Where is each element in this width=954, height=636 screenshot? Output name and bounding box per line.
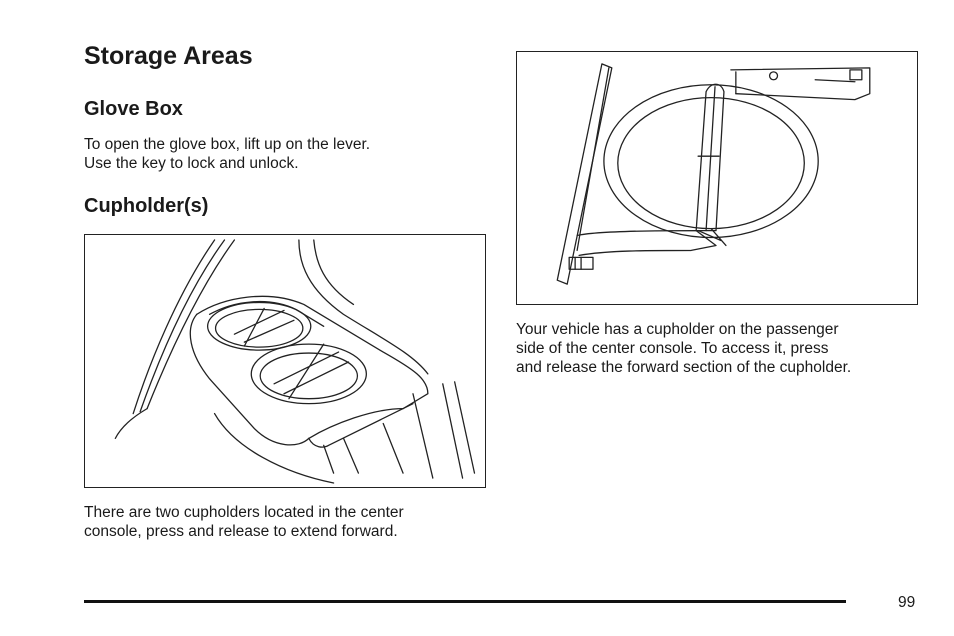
passenger-side-text: Your vehicle has a cupholder on the pass…	[516, 320, 851, 377]
glove-box-text: To open the glove box, lift up on the le…	[84, 135, 370, 173]
center-console-cupholders-illustration	[84, 234, 486, 488]
passenger-side-cupholder-illustration	[516, 51, 918, 305]
glove-box-heading: Glove Box	[84, 98, 183, 120]
passenger-side-line-3: and release the forward section of the c…	[516, 359, 852, 376]
footer-rule	[84, 600, 846, 603]
cupholders-heading: Cupholder(s)	[84, 195, 209, 217]
passenger-side-line-2: side of the center console. To access it…	[516, 340, 829, 357]
center-console-text: There are two cupholders located in the …	[84, 503, 404, 541]
center-console-line-1: There are two cupholders located in the …	[84, 504, 404, 521]
page-number: 99	[898, 594, 916, 611]
passenger-side-line-1: Your vehicle has a cupholder on the pass…	[516, 321, 839, 338]
page-title: Storage Areas	[84, 42, 253, 70]
glove-box-line-1: To open the glove box, lift up on the le…	[84, 136, 371, 153]
glove-box-line-2: Use the key to lock and unlock.	[84, 155, 299, 172]
center-console-line-2: console, press and release to extend for…	[84, 523, 398, 540]
